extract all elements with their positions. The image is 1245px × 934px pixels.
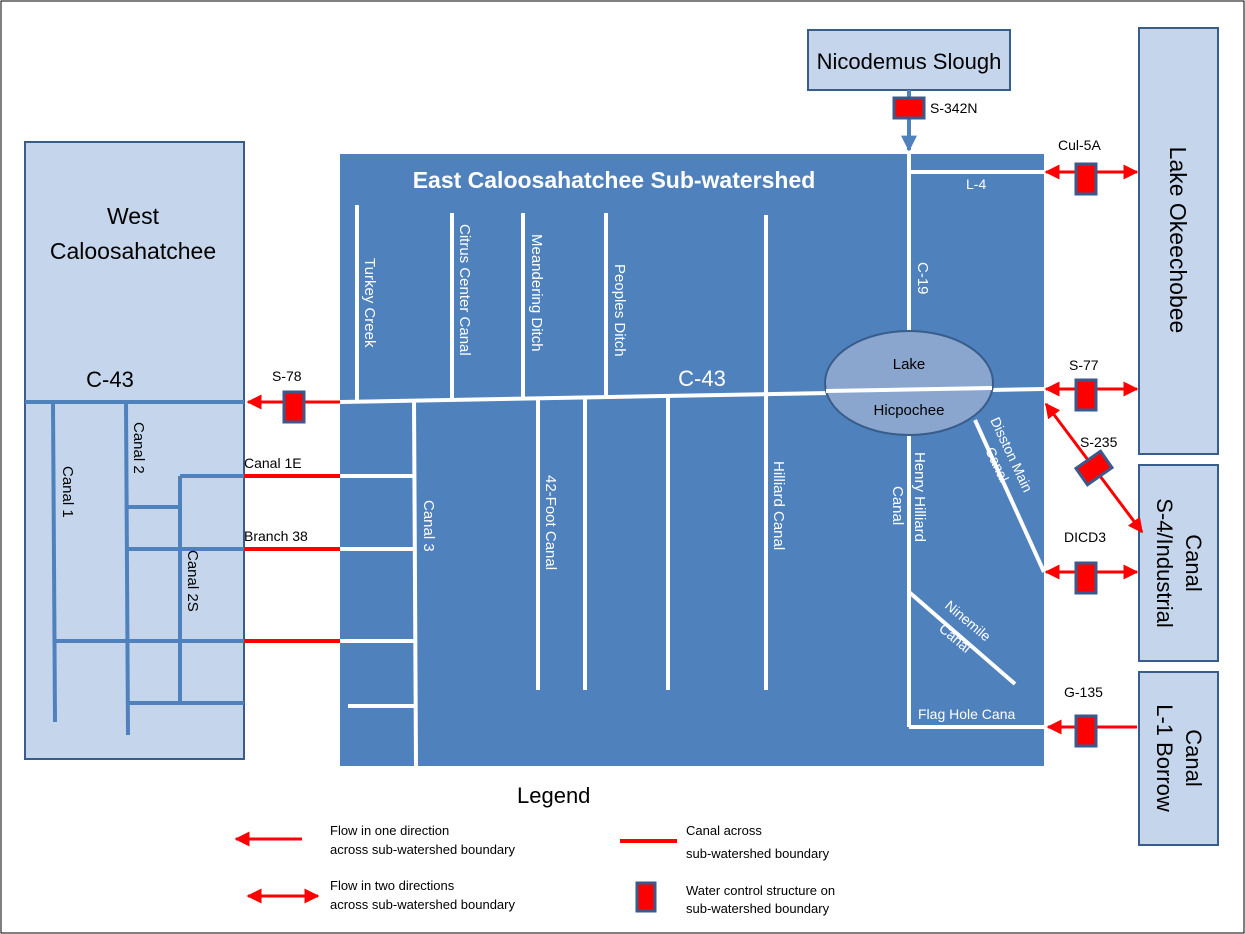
lake-hicpochee-label-line1: Lake [893,356,926,373]
henry-hilliard-label-line1: Henry Hilliard [911,452,928,542]
c43-east-label: C-43 [678,366,726,391]
meandering-ditch-label: Meandering Ditch [528,234,545,352]
west-label-line1: West [107,203,160,229]
peoples-ditch-label: Peoples Ditch [611,264,628,357]
east-caloosahatchee-region: East Caloosahatchee Sub-watershed [339,154,1046,767]
cul5a-structure [1074,162,1098,196]
diagram-title: East Caloosahatchee Sub-watershed [413,167,816,193]
c43-west-label: C-43 [86,367,134,392]
c19-label: C-19 [914,262,931,295]
west-caloosahatchee-region: West Caloosahatchee C-43 Canal 1 Canal 2… [24,141,245,760]
s342n-structure [892,96,926,120]
legend-canal-across-line2: sub-watershed boundary [686,846,830,861]
citrus-center-label: Citrus Center Canal [456,224,473,356]
lake-hicpochee-label-line2: Hicpochee [874,402,945,419]
s78-structure [282,390,306,424]
turkey-creek-label: Turkey Creek [361,258,378,348]
l4-label: L-4 [966,176,986,192]
canal-1-label: Canal 1 [59,466,76,518]
s4-industrial-label-line2: Canal [1181,534,1206,591]
42-foot-canal-label: 42-Foot Canal [542,475,559,570]
s4-industrial-label-line1: S-4/Industrial [1152,498,1177,628]
lake-hicpochee [824,330,994,436]
legend-two-direction-line1: Flow in two directions [330,878,455,893]
legend-structure-icon [635,881,657,913]
l1-borrow-label-line2: Canal [1181,729,1206,786]
s342n-label: S-342N [930,100,977,116]
west-label-line2: Caloosahatchee [50,238,216,264]
lake-okeechobee-label: Lake Okeechobee [1165,147,1191,334]
east-canal-network [339,154,1046,767]
water-control-structures [282,162,1115,748]
l1-borrow-label-line1: L-1 Borrow [1152,704,1177,812]
branch-38-label: Branch 38 [244,528,308,544]
legend-title: Legend [517,783,590,808]
legend: Legend Flow in one direction across sub-… [234,783,835,916]
legend-canal-across-line1: Canal across [686,823,762,838]
west-canal-network [25,400,244,736]
s235-structure [1073,449,1115,487]
s77-structure [1074,378,1098,412]
nicodemus-slough-region: Nicodemus Slough [807,29,1011,91]
s4-industrial-region: S-4/Industrial Canal [1138,464,1219,662]
dicd3-structure [1074,561,1098,595]
legend-one-direction-line2: across sub-watershed boundary [330,842,515,857]
canal-2s-label: Canal 2S [184,550,201,612]
canal-2-label: Canal 2 [130,422,147,474]
legend-structure-line2: sub-watershed boundary [686,901,830,916]
cross-boundary-canals [244,474,340,643]
lake-okeechobee-region: Lake Okeechobee [1138,27,1219,455]
s78-label: S-78 [272,368,302,384]
s77-label: S-77 [1069,357,1099,373]
g135-structure [1074,714,1098,748]
nicodemus-label: Nicodemus Slough [817,49,1002,74]
canal-3-label: Canal 3 [420,500,437,552]
legend-two-direction-line2: across sub-watershed boundary [330,897,515,912]
s235-label: S-235 [1080,434,1118,450]
hilliard-canal-label: Hilliard Canal [770,461,787,550]
flag-hole-label: Flag Hole Cana [918,706,1015,722]
canal-1e-label: Canal 1E [244,455,302,471]
henry-hilliard-label-line2: Canal [889,486,906,525]
l1-borrow-region: L-1 Borrow Canal [1138,671,1219,846]
dicd3-label: DICD3 [1064,529,1106,545]
legend-one-direction-line1: Flow in one direction [330,823,449,838]
legend-structure-line1: Water control structure on [686,883,835,898]
cul5a-label: Cul-5A [1058,137,1101,153]
g135-label: G-135 [1064,684,1103,700]
